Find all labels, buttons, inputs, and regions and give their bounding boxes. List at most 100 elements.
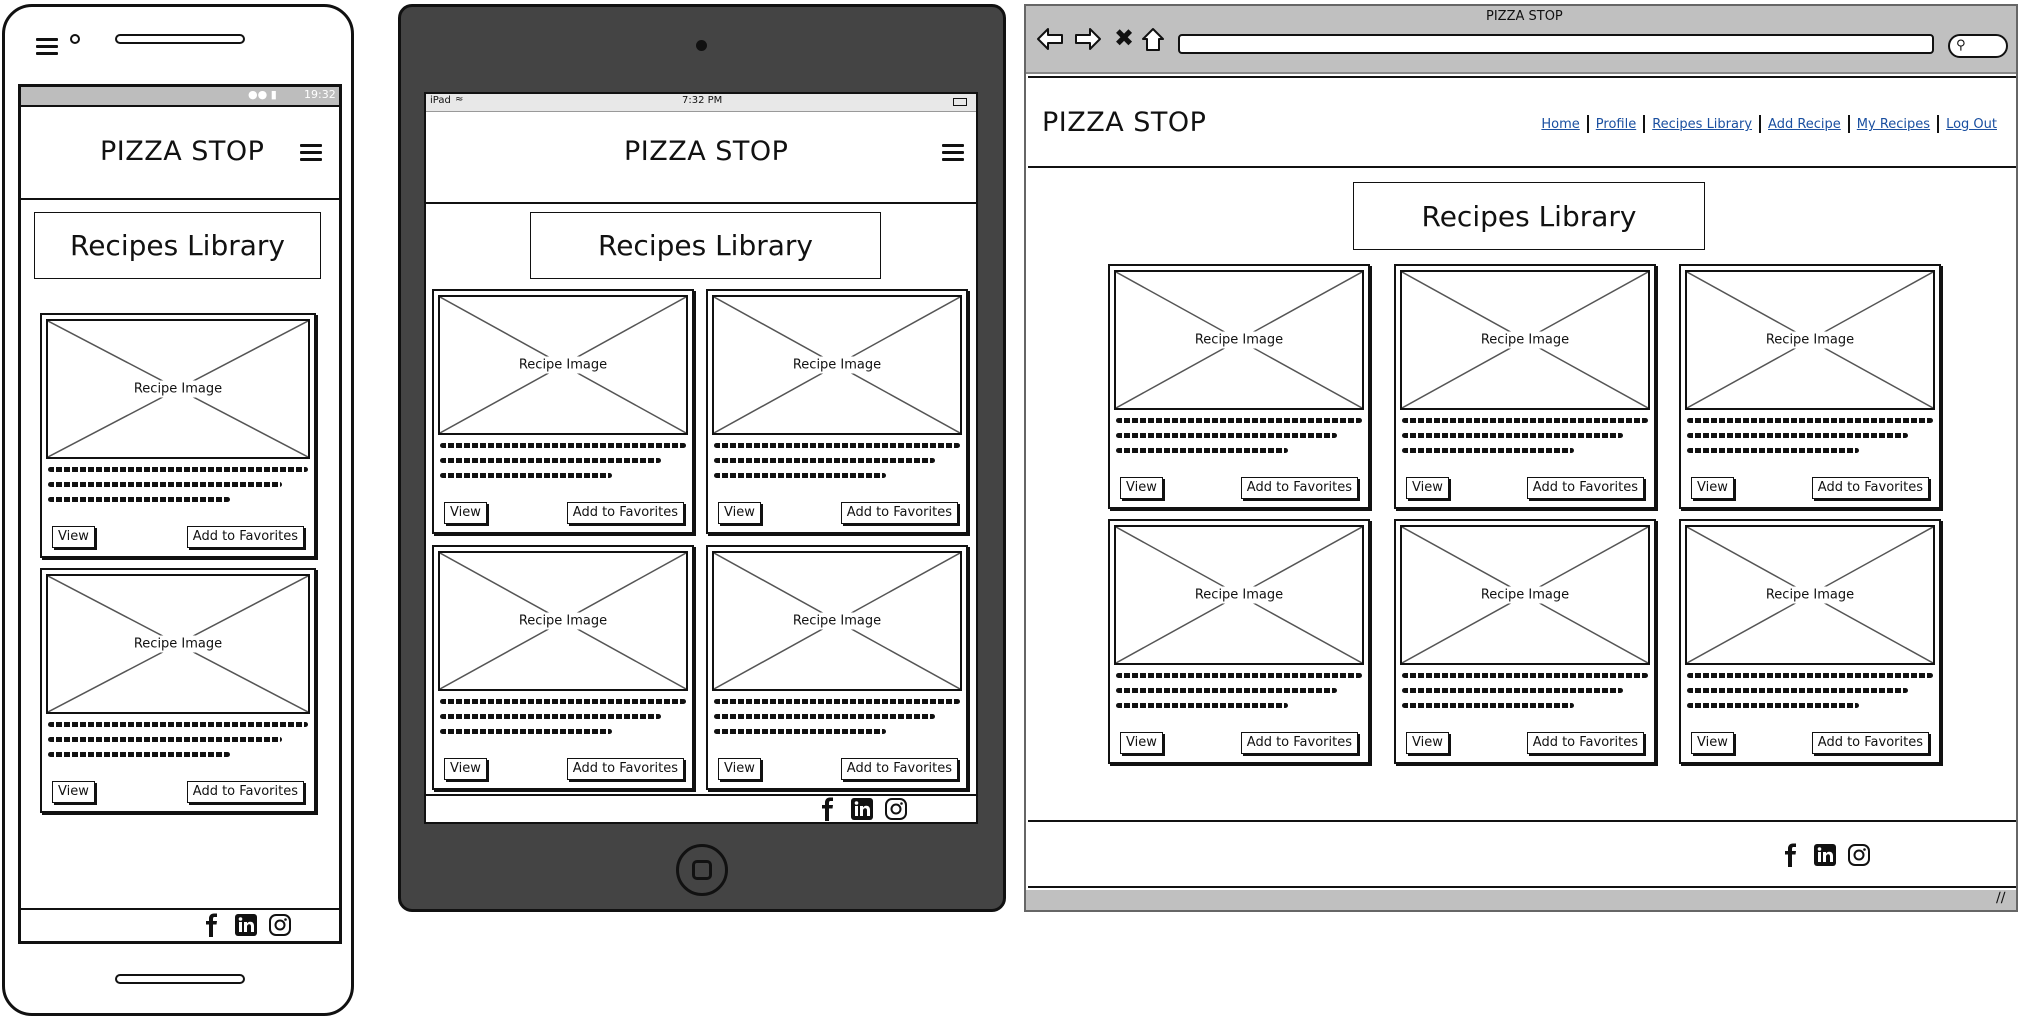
tablet-header-menu-icon[interactable] [942,144,964,162]
linkedin-icon[interactable] [850,797,874,821]
recipe-image-label: Recipe Image [1761,331,1859,349]
view-button[interactable]: View [52,781,95,803]
recipe-image: Recipe Image [438,295,688,435]
tablet-header [426,112,976,204]
recipe-image-label: Recipe Image [1761,586,1859,604]
phone-brand[interactable]: PIZZA STOP [100,136,265,167]
tablet-status-device: iPad [430,95,451,106]
view-button[interactable]: View [1120,477,1163,499]
stop-icon[interactable]: ✖ [1114,24,1135,52]
instagram-icon[interactable] [884,797,908,821]
recipe-image-label: Recipe Image [129,380,227,398]
add-to-favorites-button[interactable]: Add to Favorites [566,758,684,780]
view-button[interactable]: View [1120,732,1163,754]
recipe-image: Recipe Image [712,551,962,691]
browser-recipe-card: Recipe Image View Add to Favorites [1394,519,1656,764]
back-icon[interactable] [1036,26,1064,56]
view-button[interactable]: View [444,502,487,524]
phone-footer [21,908,339,940]
instagram-icon[interactable] [268,913,292,937]
recipe-image-label: Recipe Image [788,612,886,630]
add-to-favorites-button[interactable]: Add to Favorites [1526,732,1644,754]
tablet-page-title: Recipes Library [530,212,881,279]
browser-social-links [1779,843,1871,867]
linkedin-icon[interactable] [1813,843,1837,867]
recipe-description [440,699,686,744]
nav-recipes-library[interactable]: Recipes Library [1652,117,1753,132]
nav-log-out[interactable]: Log Out [1946,117,1997,132]
phone-status-bar [21,87,339,105]
phone-status-icons: ●● ▮ [248,88,277,101]
resize-grip-icon[interactable]: ∕∕ [1996,890,2006,906]
phone-recipe-card: Recipe Image View Add to Favorites [40,568,316,813]
recipe-image: Recipe Image [46,319,310,459]
browser-recipe-card: Recipe Image View Add to Favorites [1108,519,1370,764]
browser-page-title: Recipes Library [1353,182,1705,250]
tablet-home-button-inner [692,860,712,880]
recipe-image-label: Recipe Image [1190,586,1288,604]
add-to-favorites-button[interactable]: Add to Favorites [1811,732,1929,754]
facebook-icon[interactable] [1779,843,1803,867]
tablet-status-time: 7:32 PM [682,95,723,106]
phone-menu-icon [36,38,58,56]
recipe-description [48,722,308,767]
recipe-image-label: Recipe Image [1190,331,1288,349]
recipe-image-label: Recipe Image [788,356,886,374]
phone-header-menu-icon[interactable] [300,144,322,162]
recipe-description [1116,418,1362,463]
view-button[interactable]: View [52,526,95,548]
add-to-favorites-button[interactable]: Add to Favorites [186,526,304,548]
browser-recipe-card: Recipe Image View Add to Favorites [1394,264,1656,509]
nav-home[interactable]: Home [1541,117,1580,132]
add-to-favorites-button[interactable]: Add to Favorites [840,758,958,780]
view-button[interactable]: View [1406,732,1449,754]
tablet-home-button [676,844,728,896]
tablet-status-bar [426,94,976,112]
facebook-icon[interactable] [200,913,224,937]
add-to-favorites-button[interactable]: Add to Favorites [566,502,684,524]
add-to-favorites-button[interactable]: Add to Favorites [186,781,304,803]
browser-footer [1028,820,2016,888]
add-to-favorites-button[interactable]: Add to Favorites [1811,477,1929,499]
tablet-recipe-card: Recipe Image View Add to Favorites [706,289,968,534]
browser-header [1028,76,2016,168]
recipe-image-label: Recipe Image [1476,331,1574,349]
recipe-image-label: Recipe Image [514,612,612,630]
linkedin-icon[interactable] [234,913,258,937]
view-button[interactable]: View [1406,477,1449,499]
view-button[interactable]: View [718,502,761,524]
nav-profile[interactable]: Profile [1595,117,1637,132]
recipe-description [1402,418,1648,463]
add-to-favorites-button[interactable]: Add to Favorites [1240,477,1358,499]
add-to-favorites-button[interactable]: Add to Favorites [840,502,958,524]
view-button[interactable]: View [1691,732,1734,754]
recipe-image: Recipe Image [1400,525,1650,665]
search-icon: ⚲ [1956,38,1966,53]
nav-add-recipe[interactable]: Add Recipe [1768,117,1841,132]
instagram-icon[interactable] [1847,843,1871,867]
phone-speaker [115,34,245,44]
phone-social-links [200,913,292,937]
search-field[interactable]: ⚲ [1948,34,2008,58]
browser-recipe-card: Recipe Image View Add to Favorites [1108,264,1370,509]
add-to-favorites-button[interactable]: Add to Favorites [1240,732,1358,754]
view-button[interactable]: View [1691,477,1734,499]
forward-icon[interactable] [1074,26,1102,56]
tablet-social-links [816,797,908,821]
recipe-description [1402,673,1648,718]
address-bar[interactable] [1178,34,1934,54]
recipe-image-label: Recipe Image [514,356,612,374]
tablet-brand[interactable]: PIZZA STOP [624,136,789,167]
recipe-image: Recipe Image [1685,270,1935,410]
recipe-description [1687,673,1933,718]
view-button[interactable]: View [718,758,761,780]
view-button[interactable]: View [444,758,487,780]
home-icon[interactable] [1140,26,1166,56]
browser-brand[interactable]: PIZZA STOP [1042,107,1207,138]
add-to-favorites-button[interactable]: Add to Favorites [1526,477,1644,499]
recipe-image: Recipe Image [438,551,688,691]
facebook-icon[interactable] [816,797,840,821]
tablet-recipe-card: Recipe Image View Add to Favorites [432,289,694,534]
nav-my-recipes[interactable]: My Recipes [1856,117,1931,132]
tablet-footer [426,794,976,822]
